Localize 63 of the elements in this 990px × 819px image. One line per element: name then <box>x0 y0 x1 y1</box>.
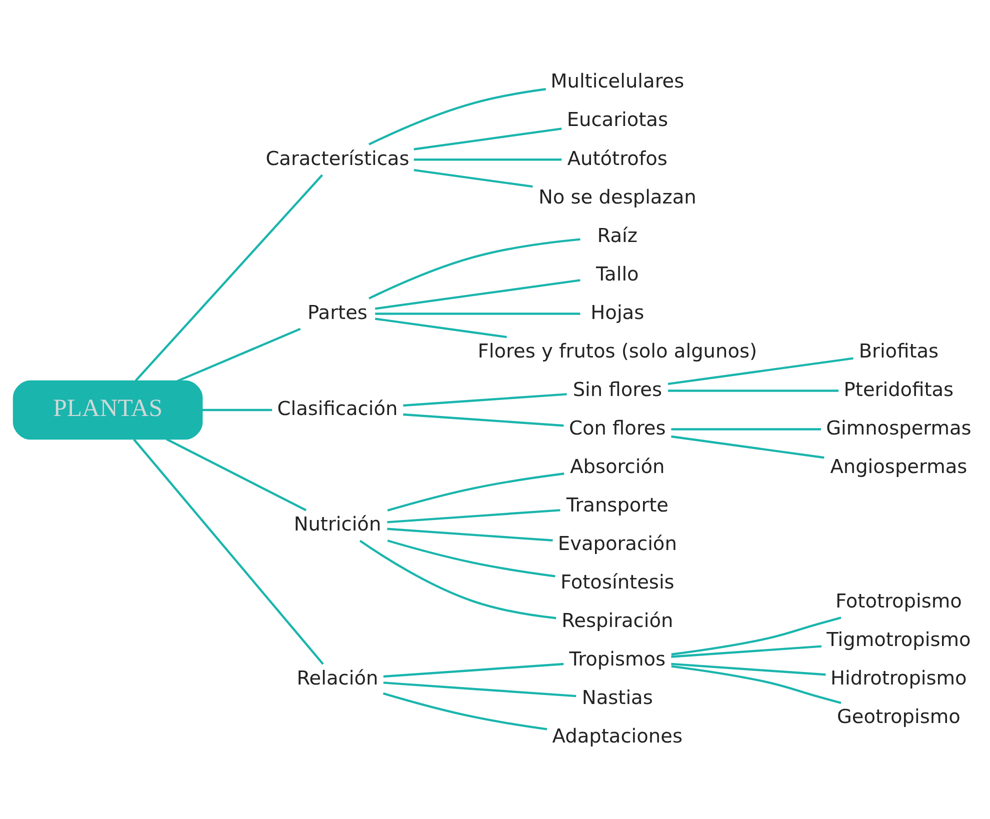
connector <box>383 662 564 678</box>
node-text: Briofitas <box>858 338 939 362</box>
node-box: PLANTAS <box>12 380 203 440</box>
connector <box>134 174 324 382</box>
node-text: Hidrotropismo <box>830 666 967 690</box>
node-text: Angiospermas <box>830 454 968 478</box>
node-text: Geotropismo <box>836 704 960 728</box>
connector <box>383 681 576 697</box>
node-text: Tropismos <box>569 646 666 670</box>
node-text: Características <box>266 146 410 170</box>
connector <box>202 408 272 411</box>
node-text: Transporte <box>566 492 669 516</box>
node-text: Hojas <box>590 300 644 324</box>
node-text: Fototropismo <box>835 589 962 612</box>
connector <box>368 238 580 299</box>
connector <box>671 434 824 458</box>
connector <box>387 527 553 541</box>
connector <box>387 539 556 577</box>
node-text: Relación <box>296 666 378 690</box>
connector <box>387 472 564 511</box>
connector <box>133 438 324 664</box>
node-text: Tallo <box>596 262 639 285</box>
connector <box>374 317 507 338</box>
node-text: Flores y frutos (solo algunos) <box>478 338 758 362</box>
connector <box>374 278 580 310</box>
connector <box>414 168 533 188</box>
connector <box>166 438 307 511</box>
node-text: Respiración <box>562 608 674 632</box>
node-text: Con flores <box>569 416 666 439</box>
connector <box>403 412 564 426</box>
connector <box>382 692 548 730</box>
node-text: Absorción <box>570 454 665 478</box>
connector <box>671 644 822 658</box>
connector <box>387 508 560 523</box>
connector <box>668 356 854 385</box>
connector <box>671 664 842 704</box>
node-text: Gimnospermas <box>826 416 972 439</box>
connector <box>176 327 301 382</box>
node-text: No se desplazan <box>538 184 696 208</box>
node-text: Partes <box>308 300 368 324</box>
connector <box>414 158 562 160</box>
connector <box>414 127 562 150</box>
connector <box>668 389 839 392</box>
node-text: Fotosíntesis <box>560 570 674 593</box>
connector <box>368 88 546 145</box>
node-text: Multicelulares <box>550 69 684 92</box>
node-text: Sin flores <box>572 377 662 400</box>
connector <box>359 539 556 619</box>
node-text: Clasificación <box>277 396 398 420</box>
node-text: Tigmotropismo <box>826 628 971 651</box>
node-text: Evaporación <box>558 531 677 554</box>
connector <box>375 312 580 314</box>
node-text: Pteridofitas <box>844 377 954 400</box>
node-text: Eucariotas <box>566 108 668 131</box>
connector <box>403 392 567 406</box>
node-text: Nastias <box>582 685 653 708</box>
node-text: Raíz <box>597 223 638 246</box>
node-text: Adaptaciones <box>552 724 683 747</box>
connector <box>671 428 821 430</box>
node-text: Autótrofos <box>567 146 668 170</box>
connector <box>671 662 826 676</box>
node-text: Nutrición <box>294 512 382 536</box>
connector <box>671 616 842 655</box>
